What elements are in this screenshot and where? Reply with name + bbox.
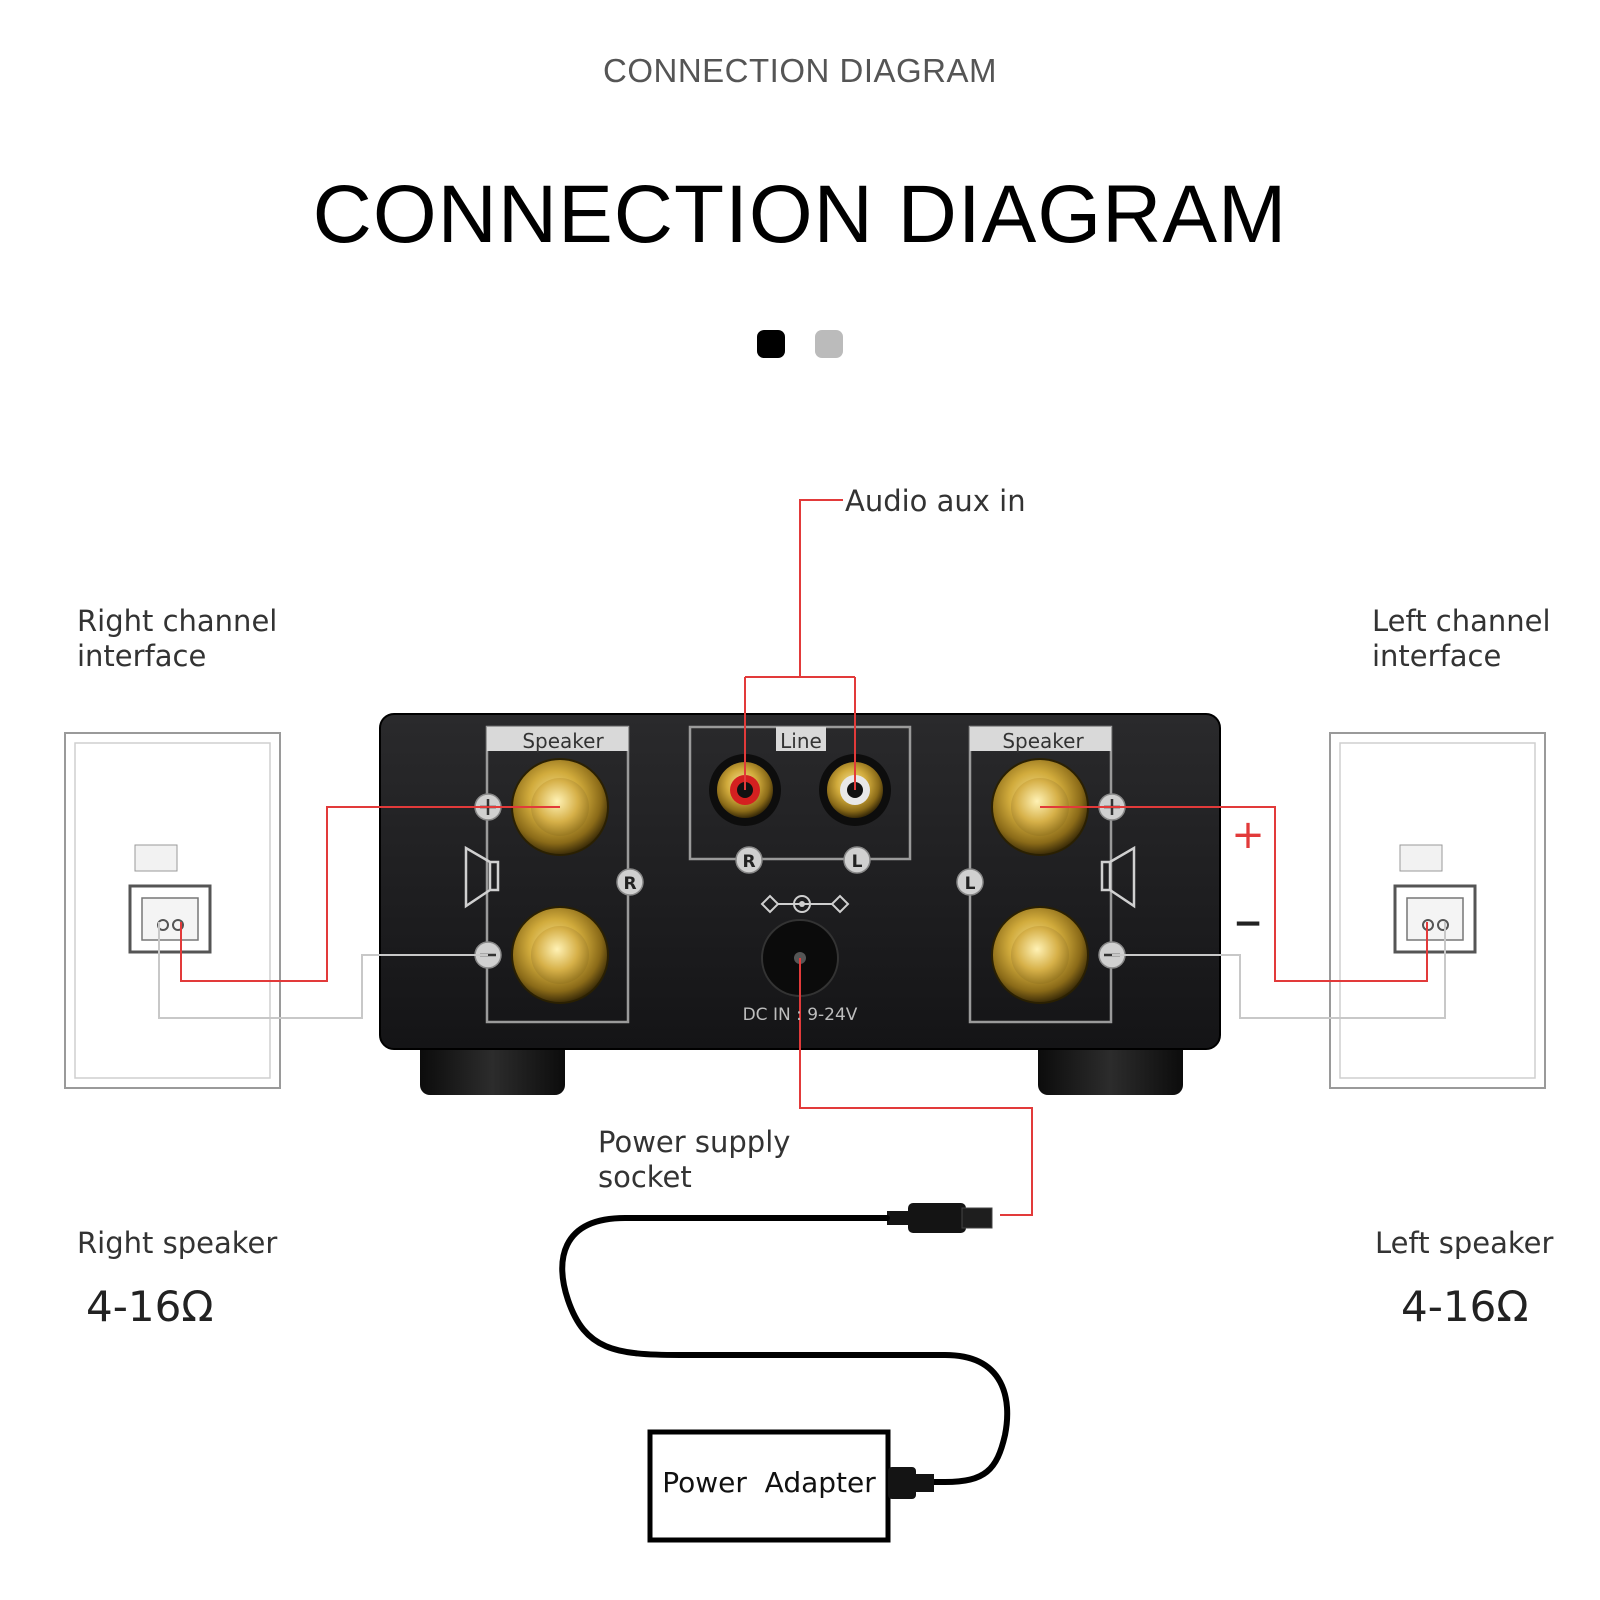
carousel-pager (0, 330, 1600, 358)
dc-in-label: DC IN : 9-24V (743, 1005, 858, 1025)
power-adapter-label: Power Adapter (662, 1466, 876, 1499)
adapter-cable (559, 1215, 1011, 1485)
page-subtitle: CONNECTION DIAGRAM (602, 52, 997, 89)
left-speaker-box (1329, 732, 1546, 1089)
right-speaker-box (64, 732, 281, 1089)
rca-r-badge: R (742, 852, 755, 872)
aux-in-wires (744, 499, 856, 790)
power-adapter-box (647, 1429, 891, 1543)
right-channel-label: Right channel interface (77, 604, 277, 674)
power-supply-wire (799, 958, 1033, 1216)
amp-speaker-label-right: Speaker (1002, 729, 1084, 753)
right-channel-label-line1: Right channel (77, 604, 278, 638)
polarity-plus: + (1231, 812, 1265, 858)
amp-l-badge: L (965, 874, 976, 894)
power-supply-socket-label: Power supply socket (598, 1125, 790, 1195)
adapter-cable-boot (888, 1467, 916, 1499)
rca-l-badge: L (852, 852, 863, 872)
speaker-symbol-icon (464, 845, 500, 909)
left-speaker-impedance: 4-16Ω (1401, 1282, 1529, 1331)
pager-dot-active[interactable] (757, 330, 785, 358)
adapter-cable-strain-relief (912, 1474, 934, 1492)
left-channel-label-line2: interface (1372, 639, 1502, 673)
amp-foot-left (420, 1040, 565, 1095)
page-title: CONNECTION DIAGRAM (312, 169, 1288, 260)
audio-aux-in-label: Audio aux in (845, 484, 1026, 518)
left-channel-label: Left channel interface (1372, 604, 1551, 674)
amp-line-label: Line (780, 729, 822, 753)
dc-plug (887, 1203, 993, 1233)
left-speaker-label: Left speaker (1375, 1226, 1554, 1260)
speaker-symbol-icon (1100, 845, 1136, 909)
left-speaker-positive-wire (1040, 806, 1428, 982)
power-supply-label-line2: socket (598, 1160, 692, 1194)
amp-r-badge: R (623, 874, 636, 894)
amp-foot-right (1038, 1040, 1183, 1095)
right-channel-label-line2: interface (77, 639, 207, 673)
right-speaker-negative-wire (158, 922, 488, 1019)
right-speaker-positive-wire (180, 806, 560, 982)
power-supply-label-line1: Power supply (598, 1125, 791, 1159)
left-channel-label-line1: Left channel (1372, 604, 1551, 638)
left-speaker-negative-wire (1112, 922, 1446, 1019)
right-speaker-impedance: 4-16Ω (86, 1282, 214, 1331)
polarity-minus: − (1233, 903, 1263, 944)
pager-dot-inactive[interactable] (815, 330, 843, 358)
right-speaker-label: Right speaker (77, 1226, 278, 1260)
amp-speaker-label-left: Speaker (522, 729, 604, 753)
